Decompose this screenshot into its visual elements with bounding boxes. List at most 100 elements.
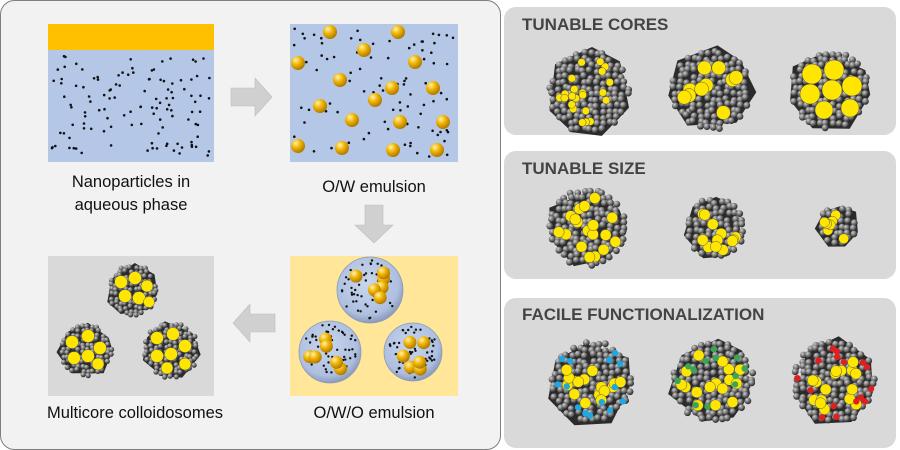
nanoparticle-dot <box>350 291 353 294</box>
nanoparticle-dot <box>410 325 413 329</box>
nanoparticle <box>187 354 193 360</box>
nanoparticle <box>711 55 718 63</box>
nanoparticle <box>581 101 588 108</box>
nanoparticle <box>588 61 595 68</box>
nanoparticle <box>112 286 118 293</box>
nanoparticle-dot <box>370 272 374 275</box>
yellow-core <box>821 79 843 101</box>
colloidosome-cluster <box>546 47 633 136</box>
nanoparticle <box>614 224 621 232</box>
yellow-core <box>716 382 729 395</box>
nanoparticle-dot <box>207 150 211 153</box>
nanoparticle <box>559 66 567 74</box>
nanoparticle-dot <box>412 43 416 46</box>
nanoparticle-dot <box>196 123 200 127</box>
nanoparticle <box>831 239 839 247</box>
nanoparticle <box>592 78 600 86</box>
nanoparticle-dot <box>155 147 159 150</box>
yellow-core <box>587 219 599 231</box>
nanoparticle-dot <box>171 114 174 118</box>
nanoparticle <box>581 346 589 354</box>
nanoparticle-dot <box>354 355 357 358</box>
functional-tag <box>840 358 848 366</box>
nanoparticle <box>805 359 813 366</box>
nanoparticle-dot <box>398 101 402 104</box>
nanoparticle <box>820 350 827 358</box>
nanoparticle-dot <box>87 95 91 98</box>
nanoparticle-dot <box>364 272 368 275</box>
oil-droplet <box>313 99 327 113</box>
oil-droplet <box>291 56 305 70</box>
nanoparticle <box>690 244 698 252</box>
nanoparticle <box>696 101 703 109</box>
nanoparticle <box>691 344 699 352</box>
nanoparticle <box>177 369 183 375</box>
oil-droplet <box>408 55 422 69</box>
colloidosome-clusters <box>56 263 201 380</box>
nanoparticle-dot <box>139 105 142 108</box>
nanoparticle-dot <box>331 328 335 331</box>
nanoparticle-dot <box>68 146 71 150</box>
nanoparticle-dot <box>325 57 329 61</box>
nanoparticle <box>108 351 114 357</box>
nanoparticle <box>559 78 567 86</box>
nanoparticle <box>824 416 832 424</box>
nanoparticle <box>696 374 704 382</box>
nanoparticle <box>712 416 719 423</box>
nanoparticle <box>669 77 677 85</box>
water-droplet <box>298 320 362 384</box>
nanoparticle-dot <box>436 133 440 137</box>
nanoparticle <box>611 90 619 98</box>
nanoparticle-dot <box>129 58 132 61</box>
nanoparticle <box>582 339 590 346</box>
nanoparticle <box>148 343 154 349</box>
nanoparticle-dot <box>328 102 332 105</box>
yellow-core <box>578 200 591 212</box>
yellow-core <box>552 226 565 238</box>
yellow-core <box>577 58 586 67</box>
nanoparticle-dot <box>72 146 76 150</box>
nanoparticle-dot <box>68 136 71 140</box>
nanoparticle <box>578 193 586 201</box>
nanoparticle-dot <box>165 144 168 148</box>
nanoparticle <box>793 393 800 400</box>
nanoparticle-dot <box>155 106 158 110</box>
nanoparticle <box>554 86 562 93</box>
functional-tag <box>563 383 570 390</box>
functional-tag <box>674 377 681 384</box>
nanoparticle <box>818 362 826 369</box>
nanoparticle-dot <box>157 132 160 135</box>
nanoparticle <box>191 349 197 355</box>
nanoparticle <box>685 220 693 228</box>
nanoparticle-dot <box>421 40 425 43</box>
yellow-core <box>819 217 830 228</box>
nanoparticle <box>548 235 556 243</box>
yellow-core <box>692 349 705 362</box>
yellow-core <box>814 397 827 409</box>
oil-droplet <box>385 81 399 95</box>
nanoparticle-dot <box>371 298 374 302</box>
nanoparticle <box>567 200 575 207</box>
nanoparticle-dot <box>413 347 417 350</box>
nanoparticle <box>64 349 70 356</box>
yellow-core <box>65 335 79 349</box>
nanoparticle-dot <box>170 109 173 112</box>
nanoparticle <box>698 197 706 205</box>
nanoparticle <box>718 208 725 216</box>
nanoparticle-dot <box>324 109 328 113</box>
oil-droplet <box>349 269 363 283</box>
nanoparticle <box>585 78 593 86</box>
nanoparticle <box>153 327 159 333</box>
nanoparticle-dot <box>414 328 418 331</box>
nanoparticle <box>566 258 573 266</box>
nanoparticle <box>741 94 749 101</box>
nanoparticle <box>737 398 744 406</box>
nanoparticle <box>790 89 798 97</box>
nanoparticle <box>716 215 724 223</box>
nanoparticle <box>826 396 834 404</box>
functional-tag <box>830 402 837 410</box>
nanoparticle <box>596 351 604 359</box>
functional-tag <box>710 346 718 353</box>
nanoparticle-dot <box>354 339 357 342</box>
nanoparticle <box>599 210 606 218</box>
